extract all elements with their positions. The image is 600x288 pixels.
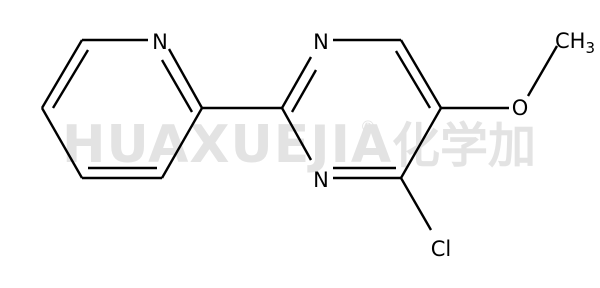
bond-c4-cl xyxy=(399,177,433,231)
watermark-chinese: 化学加 xyxy=(392,118,536,174)
bond-pyr-c5-c6 xyxy=(40,39,84,109)
bond-pym-c6-c5-inner xyxy=(394,50,432,109)
bond-pyr-n-c2 xyxy=(167,48,204,109)
atom-label-pyrimidine-n-top: N xyxy=(313,30,329,54)
methyl-subscript: 3 xyxy=(585,39,595,57)
methyl-c-text: CH xyxy=(555,29,585,53)
watermark-latin: HUAXUEJIA xyxy=(62,115,392,175)
pyridine-ring xyxy=(40,38,204,180)
bond-pyr-n-c2-inner xyxy=(160,59,194,113)
bond-pym-c6-c5 xyxy=(399,39,443,109)
bond-pyr-c2-c3 xyxy=(160,107,204,179)
bond-pyr-c5-c6-inner xyxy=(51,49,90,109)
bond-o-ch3 xyxy=(526,45,559,97)
bond-pym-c5-c4 xyxy=(399,107,443,179)
bond-pym-n3-c2 xyxy=(280,107,313,161)
watermark-registered: ® xyxy=(360,117,376,136)
bond-pym-c2-n1-inner xyxy=(290,69,318,113)
atom-label-pyrimidine-n-bottom: N xyxy=(313,168,329,192)
pyrimidine-ring xyxy=(280,38,443,180)
bond-pym-c2-n1 xyxy=(280,56,313,109)
atom-label-methyl: CH3 xyxy=(555,29,595,57)
bond-pyr-c4-c5 xyxy=(40,107,84,179)
atom-label-oxygen: O xyxy=(512,96,529,120)
atom-label-chlorine: Cl xyxy=(431,237,452,261)
watermark: HUAXUEJIA ® 化学加 xyxy=(62,115,536,175)
atom-label-pyridine-n: N xyxy=(152,30,168,54)
